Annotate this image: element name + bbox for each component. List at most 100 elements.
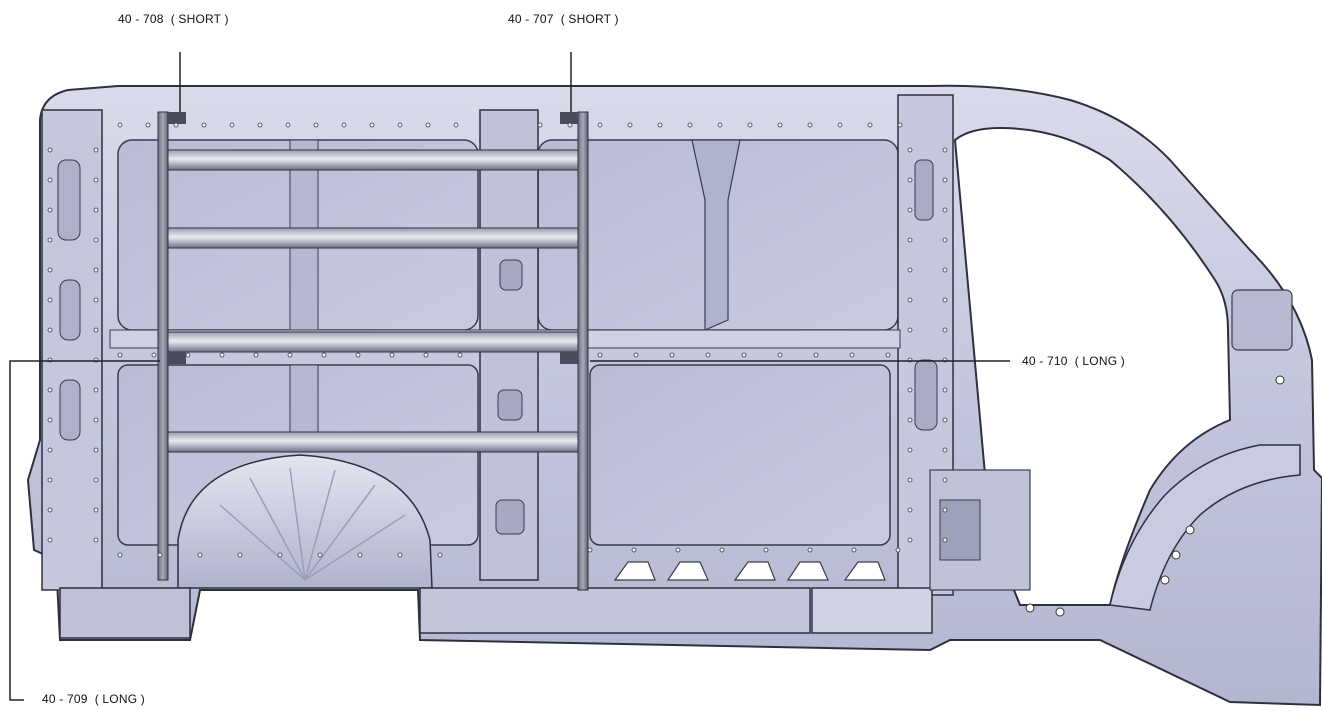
fastener-hole bbox=[317, 552, 323, 558]
b-pillar-slot bbox=[914, 159, 934, 221]
fastener-hole bbox=[47, 177, 53, 183]
fastener-hole bbox=[907, 537, 913, 543]
fastener-hole bbox=[285, 122, 291, 128]
fastener-hole bbox=[185, 352, 191, 358]
fastener-hole bbox=[287, 352, 293, 358]
fastener-hole bbox=[867, 122, 873, 128]
fastener-hole bbox=[567, 122, 573, 128]
fastener-hole bbox=[93, 147, 99, 153]
fastener-hole bbox=[453, 122, 459, 128]
fastener-hole bbox=[277, 552, 283, 558]
fastener-hole bbox=[675, 547, 681, 553]
fastener-hole bbox=[93, 477, 99, 483]
fastener-hole bbox=[341, 122, 347, 128]
mount-hole bbox=[1025, 603, 1035, 613]
fastener-hole bbox=[201, 122, 207, 128]
mount-hole bbox=[1185, 525, 1195, 535]
fastener-hole bbox=[93, 297, 99, 303]
fastener-hole bbox=[657, 122, 663, 128]
fastener-hole bbox=[145, 122, 151, 128]
callout-40-709: 40 - 709 ( LONG ) bbox=[42, 692, 145, 706]
callout-40-708: 40 - 708 ( SHORT ) bbox=[118, 12, 229, 26]
fastener-hole bbox=[942, 207, 948, 213]
fastener-hole bbox=[907, 507, 913, 513]
wheel-arch-ribs bbox=[219, 467, 406, 581]
center-pillar-hole bbox=[499, 259, 523, 291]
fastener-hole bbox=[47, 207, 53, 213]
leader-709 bbox=[9, 360, 160, 701]
rear-pillar-slot bbox=[57, 159, 81, 241]
long-rail-lower bbox=[164, 431, 586, 453]
fastener-hole bbox=[257, 122, 263, 128]
fastener-hole bbox=[942, 417, 948, 423]
fastener-hole bbox=[942, 177, 948, 183]
fastener-hole bbox=[849, 352, 855, 358]
fastener-hole bbox=[895, 547, 901, 553]
fastener-hole bbox=[197, 552, 203, 558]
fastener-hole bbox=[741, 352, 747, 358]
fastener-hole bbox=[807, 547, 813, 553]
fastener-hole bbox=[93, 267, 99, 273]
fastener-hole bbox=[389, 352, 395, 358]
front-pillar-bracket bbox=[1231, 289, 1293, 351]
fastener-holes bbox=[47, 122, 948, 558]
fastener-hole bbox=[47, 147, 53, 153]
fastener-hole bbox=[942, 387, 948, 393]
fastener-hole bbox=[47, 507, 53, 513]
fastener-hole bbox=[907, 477, 913, 483]
fastener-hole bbox=[837, 122, 843, 128]
fastener-hole bbox=[627, 122, 633, 128]
floor-cutouts bbox=[613, 561, 886, 581]
fastener-hole bbox=[117, 552, 123, 558]
fastener-hole bbox=[47, 447, 53, 453]
fastener-hole bbox=[369, 122, 375, 128]
fastener-hole bbox=[907, 177, 913, 183]
fastener-hole bbox=[93, 327, 99, 333]
fastener-hole bbox=[747, 122, 753, 128]
center-pillar-hole bbox=[495, 499, 525, 535]
fastener-hole bbox=[705, 352, 711, 358]
fastener-hole bbox=[687, 122, 693, 128]
center-pillar-hole bbox=[497, 389, 523, 421]
fastener-hole bbox=[807, 122, 813, 128]
long-rail-upper-2 bbox=[164, 227, 586, 249]
callout-leaders bbox=[9, 52, 1010, 701]
rear-pillar-slot bbox=[59, 379, 81, 441]
fastener-hole bbox=[907, 387, 913, 393]
fastener-hole bbox=[907, 417, 913, 423]
fastener-hole bbox=[47, 387, 53, 393]
fastener-hole bbox=[885, 352, 891, 358]
fastener-hole bbox=[717, 122, 723, 128]
fastener-hole bbox=[897, 122, 903, 128]
fastener-hole bbox=[47, 297, 53, 303]
fastener-hole bbox=[253, 352, 259, 358]
fastener-hole bbox=[93, 387, 99, 393]
fastener-hole bbox=[907, 207, 913, 213]
fastener-hole bbox=[47, 477, 53, 483]
fastener-hole bbox=[117, 122, 123, 128]
fastener-hole bbox=[942, 327, 948, 333]
fastener-hole bbox=[93, 207, 99, 213]
fastener-hole bbox=[942, 147, 948, 153]
fastener-hole bbox=[157, 552, 163, 558]
fastener-hole bbox=[47, 417, 53, 423]
fastener-hole bbox=[93, 507, 99, 513]
b-pillar-slot bbox=[914, 359, 938, 431]
fastener-hole bbox=[631, 547, 637, 553]
upright-708 bbox=[157, 111, 169, 581]
fastener-hole bbox=[942, 267, 948, 273]
mount-hole bbox=[1160, 575, 1170, 585]
callout-40-707: 40 - 707 ( SHORT ) bbox=[508, 12, 619, 26]
panel-stiffener bbox=[691, 139, 741, 331]
fastener-hole bbox=[47, 327, 53, 333]
fastener-hole bbox=[633, 352, 639, 358]
lower-mid-panel bbox=[589, 364, 891, 546]
long-rail-upper-1 bbox=[164, 149, 586, 171]
fastener-hole bbox=[93, 237, 99, 243]
fastener-hole bbox=[93, 417, 99, 423]
fastener-hole bbox=[437, 552, 443, 558]
fastener-hole bbox=[763, 547, 769, 553]
fastener-hole bbox=[93, 447, 99, 453]
